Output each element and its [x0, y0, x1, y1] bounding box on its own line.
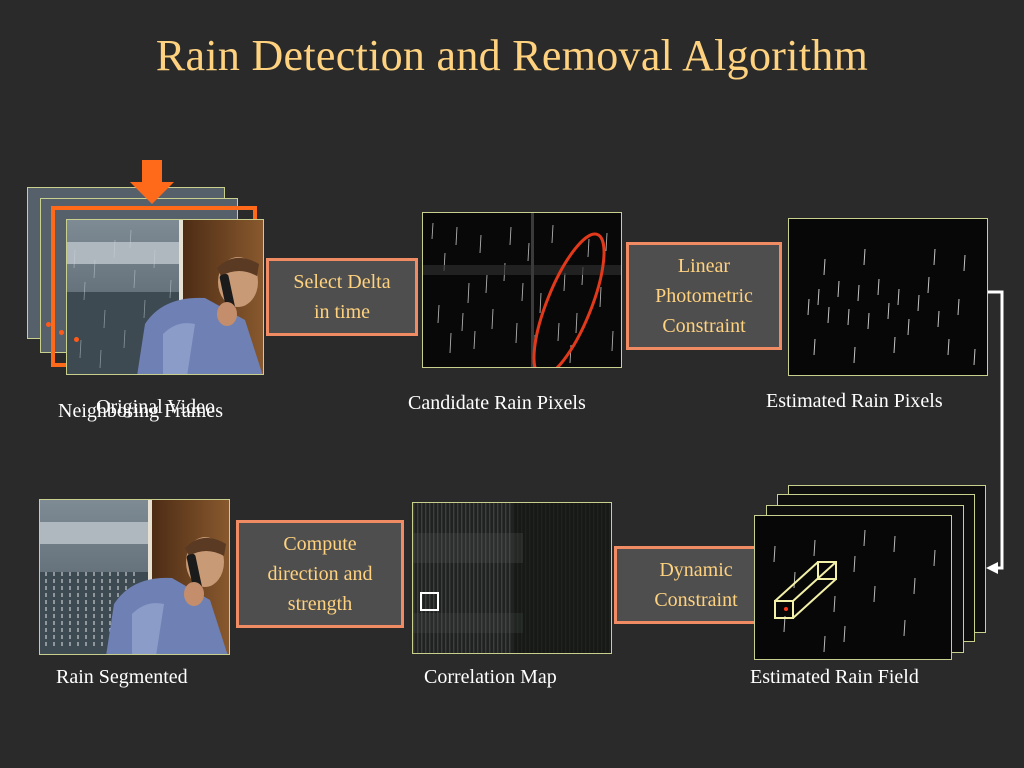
select-delta-line-1: Select Delta	[293, 271, 391, 293]
frame-dot-3	[74, 337, 79, 342]
select-delta-box: Select Delta in time	[266, 258, 418, 336]
estimated-rain-field-frame	[754, 515, 952, 660]
caption-original-video: Original Video	[96, 396, 215, 418]
dynamic-constraint-line-2: Constraint	[654, 589, 738, 611]
rain-segmented-image	[39, 499, 230, 655]
spatio-temporal-box-icon	[774, 561, 837, 619]
correlation-map-image	[412, 502, 612, 654]
frame-dot-1	[46, 322, 51, 327]
compute-direction-line-1: Compute	[283, 533, 357, 555]
compute-direction-line-3: strength	[287, 593, 353, 615]
linear-photometric-line-1: Linear	[677, 255, 731, 277]
candidate-rain-pixels-image	[422, 212, 622, 368]
compute-direction-line-2: direction and	[267, 563, 373, 585]
caption-estimated-rain-field: Estimated Rain Field	[750, 666, 919, 688]
frame-dot-2	[59, 330, 64, 335]
compute-direction-strength-box: Compute direction and strength	[236, 520, 404, 628]
select-delta-line-2: in time	[313, 301, 371, 323]
caption-candidate-rain-pixels: Candidate Rain Pixels	[408, 392, 586, 414]
correlation-window-box	[420, 592, 439, 611]
dynamic-constraint-line-1: Dynamic	[659, 559, 733, 581]
linear-photometric-constraint-box: Linear Photometric Constraint	[626, 242, 782, 350]
caption-neighboring-frames: Neighboring Frames	[58, 400, 223, 422]
caption-rain-segmented: Rain Segmented	[56, 666, 188, 688]
original-video-frame	[66, 219, 264, 375]
caption-correlation-map: Correlation Map	[424, 666, 557, 688]
linear-photometric-line-2: Photometric	[655, 285, 753, 307]
estimated-rain-pixels-image	[788, 218, 988, 376]
caption-estimated-rain-pixels: Estimated Rain Pixels	[766, 390, 943, 412]
arrow-down-icon	[130, 160, 174, 204]
rain-region-ellipse	[532, 232, 606, 367]
linear-photometric-line-3: Constraint	[662, 315, 746, 337]
slide-title: Rain Detection and Removal Algorithm	[155, 31, 869, 80]
